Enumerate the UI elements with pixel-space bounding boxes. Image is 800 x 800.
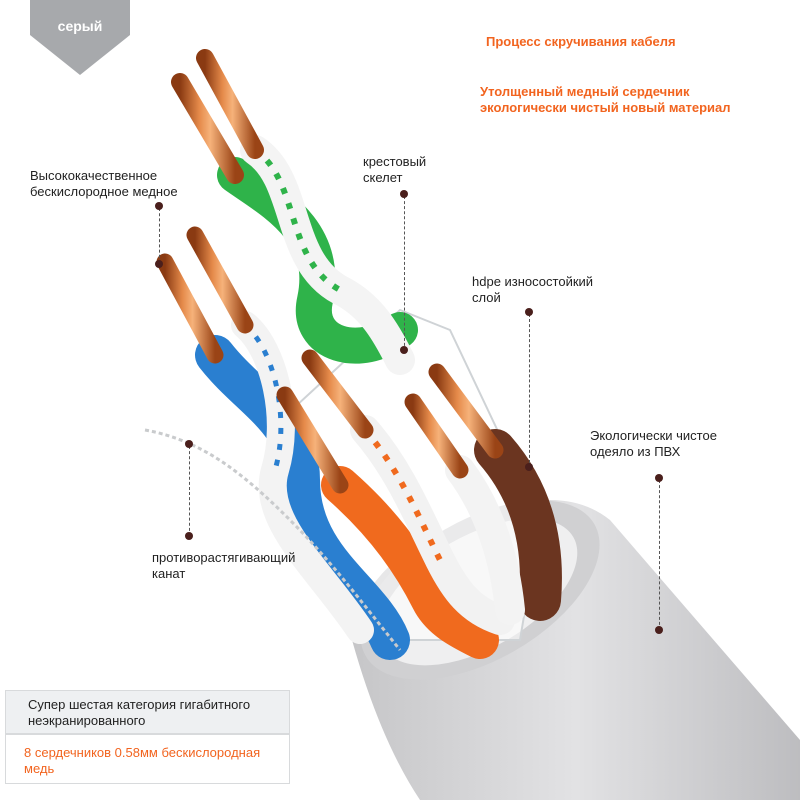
- leader-copper: [159, 208, 160, 263]
- leader-skeleton: [404, 196, 405, 351]
- callout-hdpe-layer: hdpe износостойкий слой: [472, 274, 594, 305]
- callout-pvc-jacket: Экологически чистое одеяло из ПВХ: [590, 428, 717, 459]
- category-box: Супер шестая категория гигабитного неэкр…: [5, 690, 290, 734]
- category-text: Супер шестая категория гигабитного неэкр…: [28, 697, 251, 728]
- callout-cross-skeleton: крестовый скелет: [363, 154, 427, 185]
- orange-pair: [321, 415, 515, 659]
- brown-pair: [445, 429, 562, 625]
- leader-jacket: [659, 480, 660, 630]
- marker-dot: [400, 190, 408, 198]
- marker-dot: [525, 463, 533, 471]
- callout-thick-core: Утолщенный медный сердечник экологически…: [480, 84, 731, 115]
- marker-dot: [185, 440, 193, 448]
- marker-dot: [525, 308, 533, 316]
- callout-pull-rope: противорастягивающий канат: [152, 550, 296, 581]
- green-pair: [217, 135, 418, 375]
- color-tag: [30, 0, 130, 75]
- marker-dot: [400, 346, 408, 354]
- cores-text: 8 сердечников 0.58мм бескислородная медь: [24, 745, 261, 776]
- marker-dot: [185, 532, 193, 540]
- marker-dot: [155, 260, 163, 268]
- copper-conductors: [156, 49, 504, 494]
- leader-rope: [189, 446, 190, 536]
- marker-dot: [155, 202, 163, 210]
- cores-box: 8 сердечников 0.58мм бескислородная медь: [5, 734, 290, 784]
- leader-hdpe: [529, 314, 530, 468]
- marker-dot: [655, 626, 663, 634]
- blue-pair: [195, 311, 410, 660]
- marker-dot: [655, 474, 663, 482]
- callout-twist-process: Процесс скручивания кабеля: [486, 34, 676, 49]
- callout-copper-quality: Высококачественное бескислородное медное: [30, 168, 178, 199]
- color-tag-label: серый: [57, 18, 103, 34]
